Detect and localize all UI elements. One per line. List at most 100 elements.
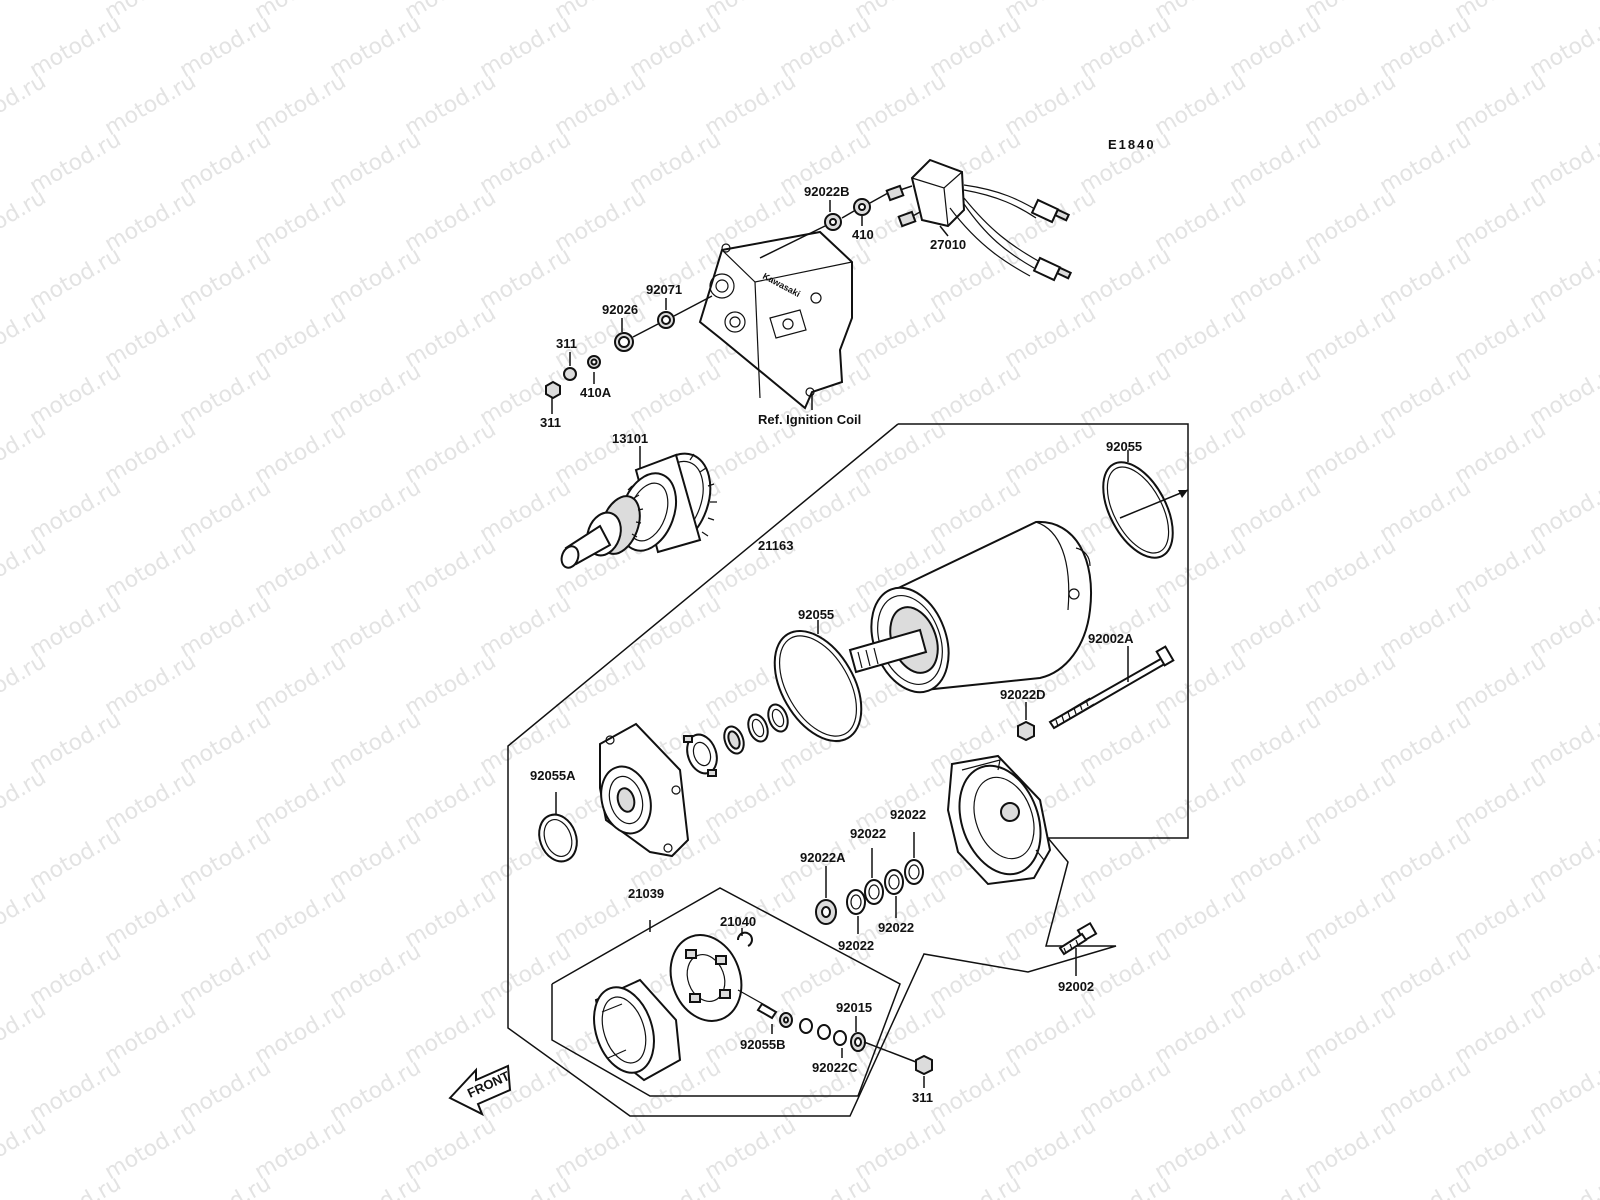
part-label-92015: 92015: [836, 1000, 872, 1015]
nut-311-a: [563, 367, 577, 381]
watermark-text: motod.ru: [251, 881, 351, 953]
nut-311-c: [915, 1054, 933, 1076]
ref-ignition-coil-note: Ref. Ignition Coil: [758, 412, 861, 427]
watermark-text: motod.ru: [776, 475, 876, 547]
watermark-text: motod.ru: [26, 127, 126, 199]
watermark-text: motod.ru: [401, 533, 501, 605]
part-label-13101: 13101: [612, 431, 648, 446]
watermark-text: motod.ru: [251, 69, 351, 141]
part-label-311-c: 311: [912, 1090, 933, 1105]
part-label-21040: 21040: [720, 914, 756, 929]
watermark-text: motod.ru: [1151, 185, 1251, 257]
watermark-text: motod.ru: [101, 301, 201, 373]
watermark-text: motod.ru: [1301, 417, 1401, 489]
watermark-text: motod.ru: [1376, 1171, 1476, 1200]
part-label-92026: 92026: [602, 302, 638, 317]
watermark-text: motod.ru: [1001, 417, 1101, 489]
watermark-text: motod.ru: [1226, 939, 1326, 1011]
watermark-text: motod.ru: [401, 765, 501, 837]
part-label-92022-b: 92022: [850, 826, 886, 841]
watermark-text: motod.ru: [476, 127, 576, 199]
watermark-text: motod.ru: [1151, 69, 1251, 141]
watermark-text: motod.ru: [176, 243, 276, 315]
watermark-text: motod.ru: [926, 243, 1026, 315]
watermark-text: motod.ru: [1301, 997, 1401, 1069]
watermark-text: motod.ru: [176, 475, 276, 547]
watermark-text: motod.ru: [1076, 11, 1176, 83]
watermark-text: motod.ru: [1151, 417, 1251, 489]
watermark-text: motod.ru: [1001, 881, 1101, 953]
watermark-text: motod.ru: [101, 765, 201, 837]
watermark-text: motod.ru: [251, 301, 351, 373]
starter-front-cover: [599, 722, 690, 858]
watermark-text: motod.ru: [1001, 997, 1101, 1069]
watermark-text: motod.ru: [1076, 823, 1176, 895]
watermark-text: motod.ru: [101, 69, 201, 141]
watermark-text: motod.ru: [176, 939, 276, 1011]
watermark-text: motod.ru: [1451, 765, 1551, 837]
watermark-text: motod.ru: [1376, 591, 1476, 663]
watermark-text: motod.ru: [1451, 881, 1551, 953]
ignition-coil-cover: Kawasaki: [698, 230, 854, 410]
watermark-text: motod.ru: [1226, 127, 1326, 199]
watermark-text: motod.ru: [0, 997, 50, 1069]
front-direction-arrow: FRONT: [448, 1064, 512, 1117]
watermark-text: motod.ru: [1451, 301, 1551, 373]
watermark-text: motod.ru: [251, 1113, 351, 1185]
watermark-text: motod.ru: [0, 185, 50, 257]
watermark-text: motod.ru: [1151, 301, 1251, 373]
watermark-text: motod.ru: [176, 591, 276, 663]
watermark-text: motod.ru: [1151, 997, 1251, 1069]
watermark-text: motod.ru: [101, 533, 201, 605]
watermark-text: motod.ru: [176, 1055, 276, 1127]
watermark-text: motod.ru: [26, 359, 126, 431]
watermark-text: motod.ru: [1001, 69, 1101, 141]
watermark-text: motod.ru: [26, 243, 126, 315]
part-label-92022C: 92022C: [812, 1060, 858, 1075]
watermark-text: motod.ru: [1451, 533, 1551, 605]
watermark-text: motod.ru: [476, 1171, 576, 1200]
watermark-text: motod.ru: [551, 417, 651, 489]
watermark-text: motod.ru: [326, 1171, 426, 1200]
brush-plate: [669, 934, 778, 1022]
watermark-text: motod.ru: [1376, 707, 1476, 779]
part-label-410A: 410A: [580, 385, 612, 400]
watermark-text: motod.ru: [1451, 417, 1551, 489]
watermark-text: motod.ru: [1376, 127, 1476, 199]
watermark-text: motod.ru: [851, 301, 951, 373]
watermark-text: motod.ru: [1376, 1055, 1476, 1127]
watermark-text: motod.ru: [851, 1113, 951, 1185]
watermark-text: motod.ru: [1376, 243, 1476, 315]
watermark-text: motod.ru: [26, 939, 126, 1011]
watermark-text: motod.ru: [1226, 359, 1326, 431]
part-label-92055-rear: 92055: [1106, 439, 1142, 454]
part-label-92002: 92002: [1058, 979, 1094, 994]
watermark-text: motod.ru: [476, 475, 576, 547]
watermark-text: motod.ru: [326, 939, 426, 1011]
watermark-text: motod.ru: [926, 1171, 1026, 1200]
watermark-text: motod.ru: [476, 591, 576, 663]
part-number-labels: 92022B 410 27010 92071 92026 311 410A 31…: [530, 184, 1142, 1105]
watermark-text: motod.ru: [0, 765, 50, 837]
watermark-text: motod.ru: [1226, 823, 1326, 895]
starter-clutch-gear: [560, 452, 717, 569]
watermark-text: motod.ru: [26, 1055, 126, 1127]
watermark-text: motod.ru: [1376, 11, 1476, 83]
part-label-92071: 92071: [646, 282, 682, 297]
watermark-text: motod.ru: [1076, 939, 1176, 1011]
watermark-text: motod.ru: [0, 1113, 50, 1185]
watermark-text: motod.ru: [251, 185, 351, 257]
washer-small-1: [799, 1018, 813, 1034]
part-label-92055B: 92055B: [740, 1037, 786, 1052]
bolt-92002: [1058, 921, 1098, 956]
washer-92022-a: [904, 859, 924, 885]
watermark-text: motod.ru: [551, 185, 651, 257]
watermark-text: motod.ru: [0, 301, 50, 373]
watermark-text: motod.ru: [176, 359, 276, 431]
watermark-text: motod.ru: [326, 11, 426, 83]
watermark-text: motod.ru: [1001, 301, 1101, 373]
watermark-text: motod.ru: [1226, 1055, 1326, 1127]
o-ring-92055-front: [773, 630, 863, 742]
watermark-text: motod.ru: [1151, 1113, 1251, 1185]
watermark-text: motod.ru: [326, 707, 426, 779]
